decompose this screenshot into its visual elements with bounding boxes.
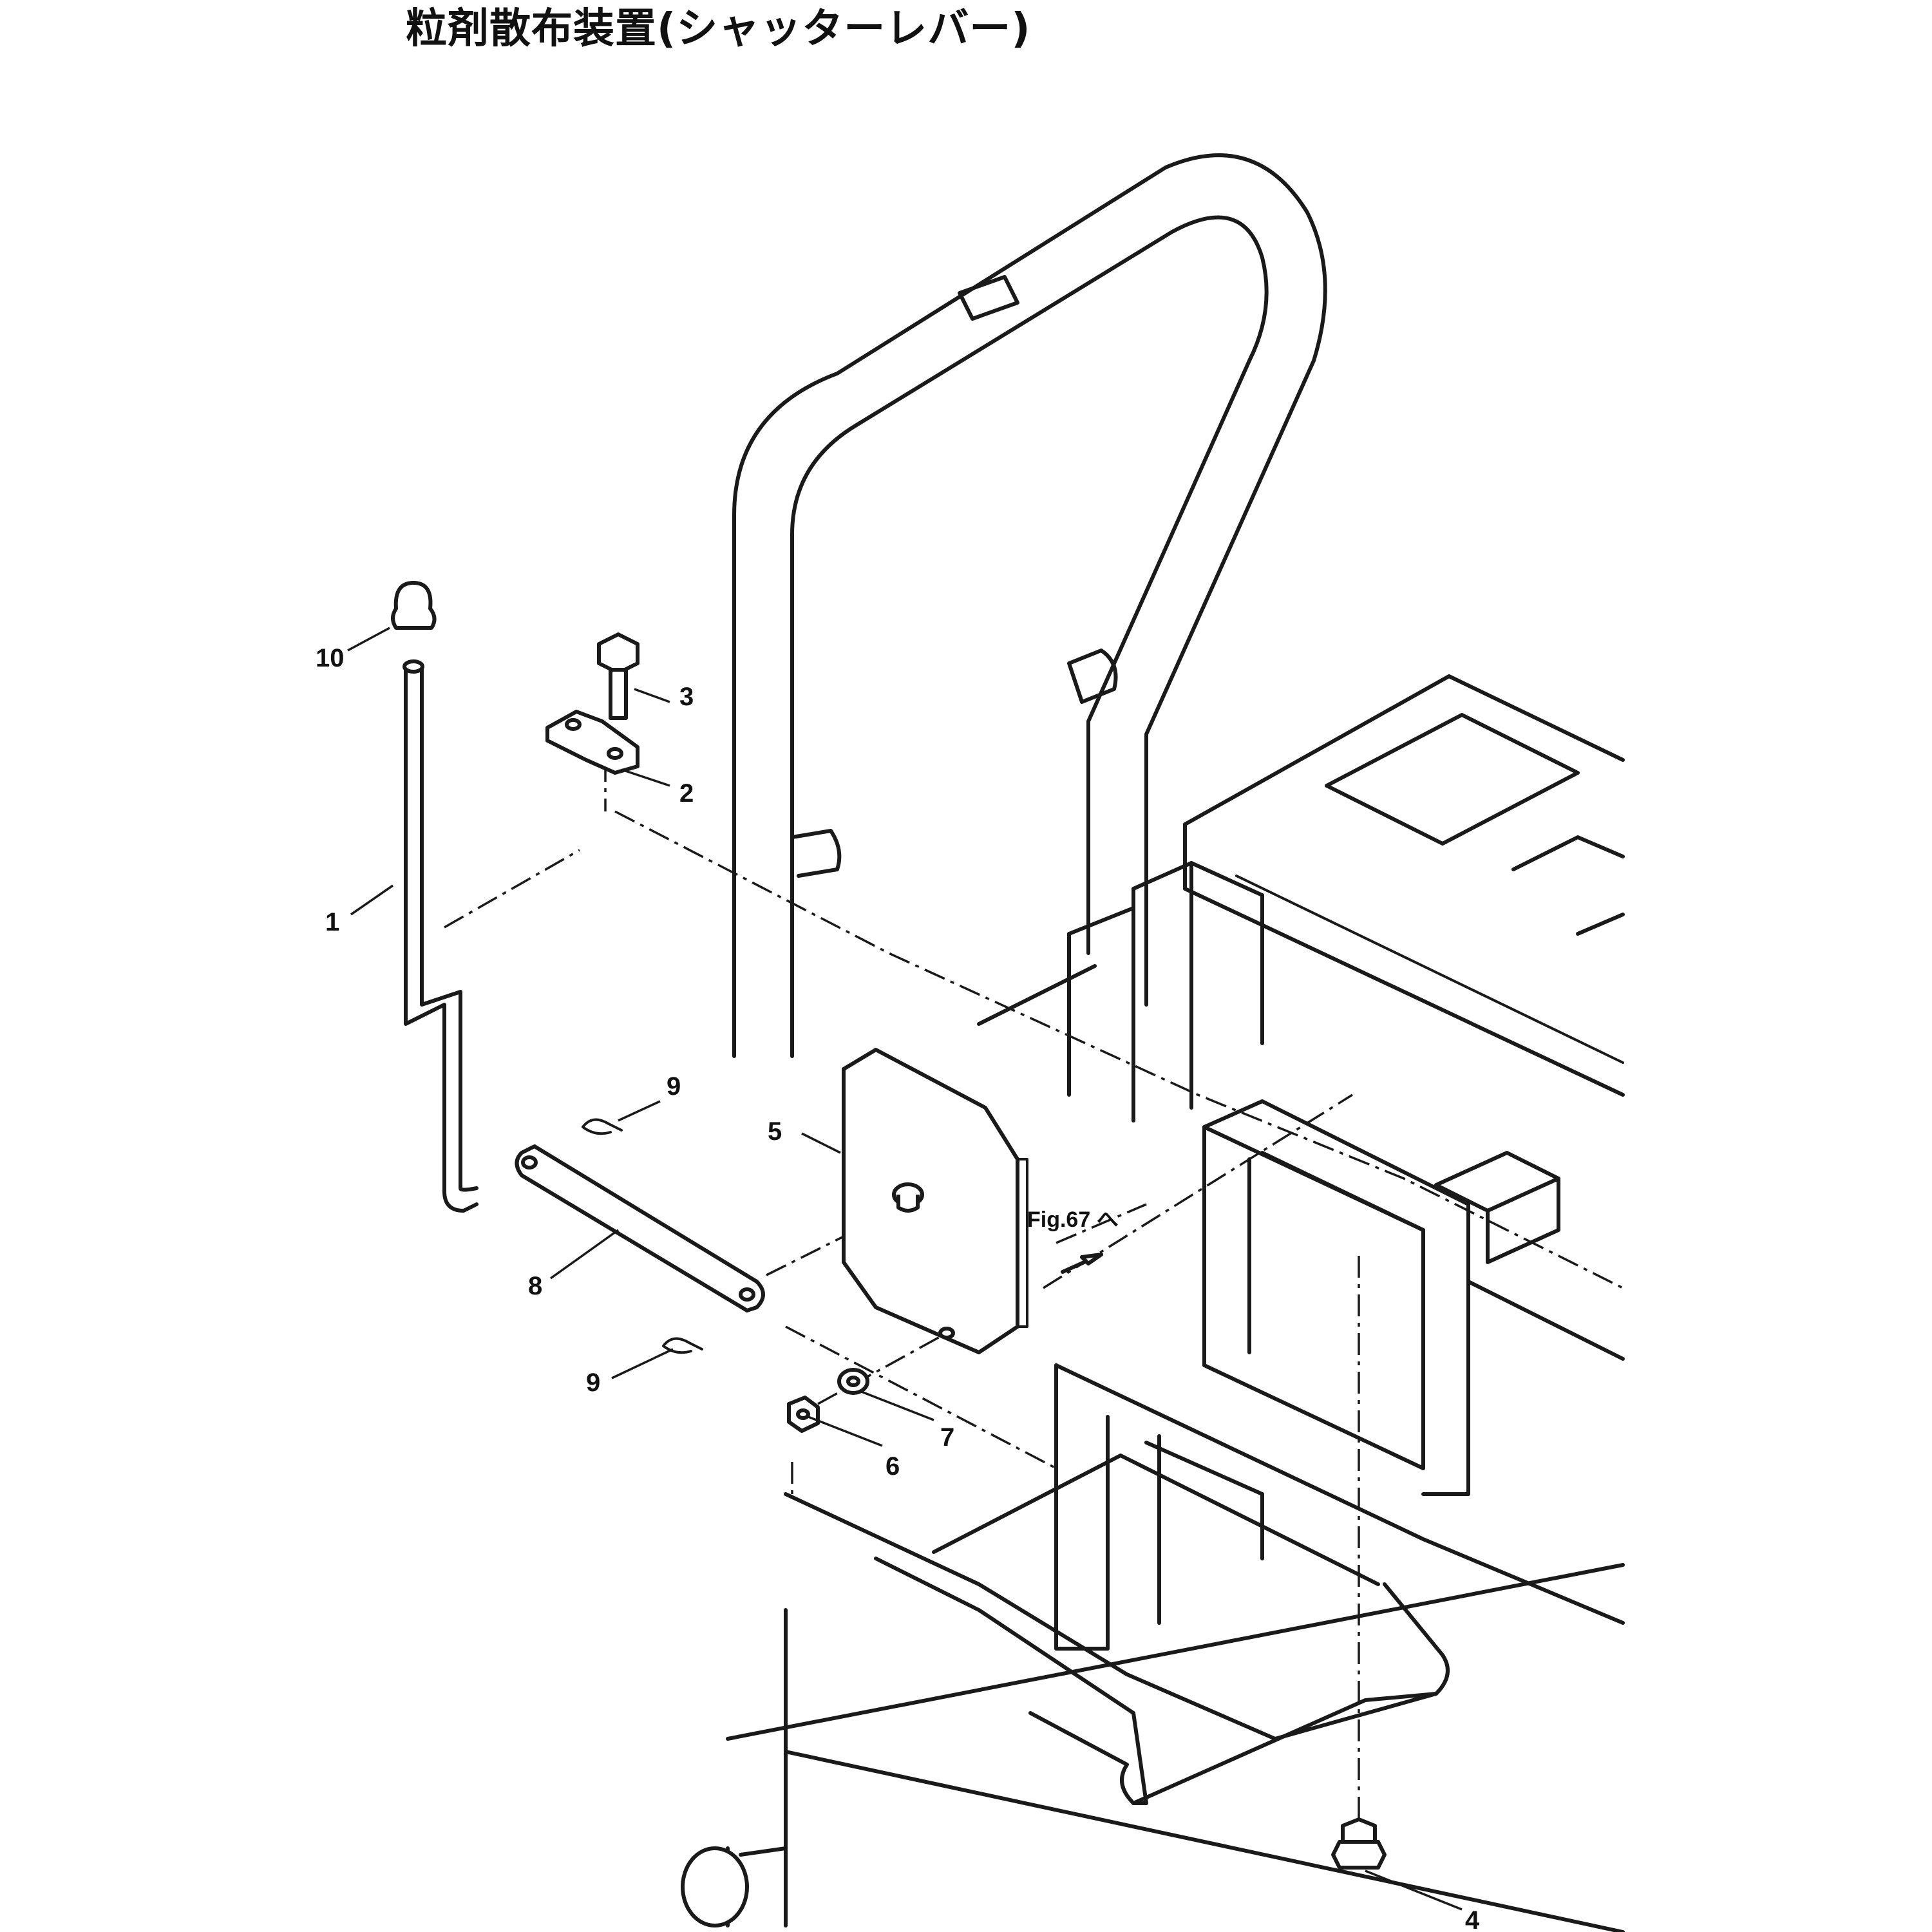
callout-9-upper: 9 <box>667 1072 681 1101</box>
shutter-plate <box>842 1048 1028 1354</box>
callout-10: 10 <box>316 644 345 672</box>
hopper-box <box>1183 674 1625 1097</box>
hex-nut <box>787 1396 820 1433</box>
lever-knob <box>391 581 437 630</box>
handle-frame <box>732 153 1327 1058</box>
tube-end <box>681 1846 749 1927</box>
callout-1: 1 <box>325 908 339 936</box>
lower-frame <box>681 1363 1625 1932</box>
callout-2: 2 <box>679 779 694 808</box>
cross-reference-label: Fig.67 へ <box>1027 1208 1119 1232</box>
bolt <box>597 632 639 720</box>
clip-pin-upper <box>582 1118 623 1135</box>
callout-8: 8 <box>528 1272 542 1300</box>
page-title: 粒剤散布装置(シャッターレバー) <box>406 5 1031 53</box>
callout-9-lower: 9 <box>586 1368 600 1397</box>
clip-pin-lower <box>662 1337 703 1354</box>
flange-nut <box>1331 1817 1387 1870</box>
washer <box>837 1368 869 1395</box>
callout-6: 6 <box>886 1452 900 1481</box>
callout-4: 4 <box>1465 1906 1480 1932</box>
bracket-plate <box>545 710 639 775</box>
callout-5: 5 <box>768 1117 782 1146</box>
callout-7: 7 <box>940 1423 954 1452</box>
link-plate <box>515 1144 765 1312</box>
callout-3: 3 <box>679 683 694 711</box>
leader-lines <box>347 627 1463 1911</box>
mount-bracket <box>1202 1099 1625 1496</box>
support-post <box>977 861 1264 1122</box>
cross-reference-arrow <box>1061 1253 1103 1274</box>
shutter-lever-rod <box>402 659 478 1213</box>
